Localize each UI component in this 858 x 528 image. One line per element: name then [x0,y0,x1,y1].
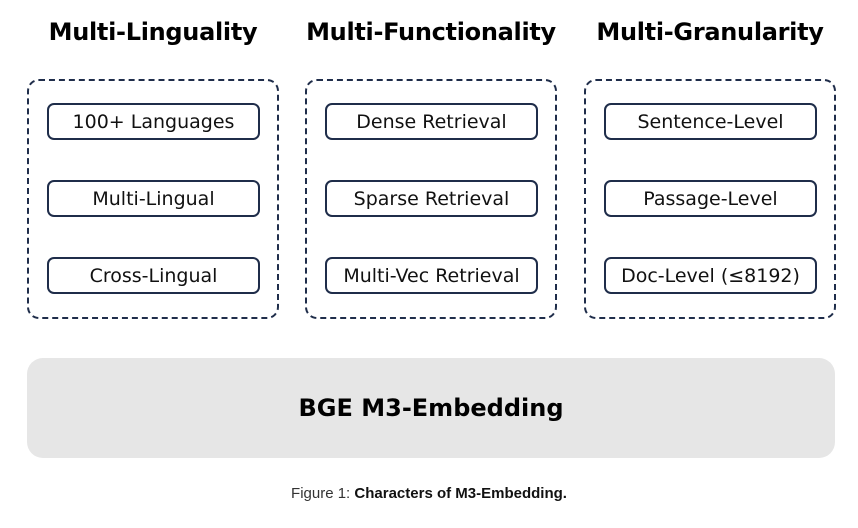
item-doc-level: Doc-Level (≤8192) [604,257,817,294]
item-sparse-retrieval: Sparse Retrieval [325,180,538,217]
multi-granularity-group: Sentence-Level Passage-Level Doc-Level (… [584,79,836,319]
caption-text: Characters of M3-Embedding. [354,485,567,502]
multi-linguality-group: 100+ Languages Multi-Lingual Cross-Lingu… [27,79,279,319]
column-title-multi-functionality: Multi-Functionality [306,18,556,46]
caption-prefix: Figure 1: [291,485,355,502]
item-sentence-level: Sentence-Level [604,103,817,140]
item-multi-lingual: Multi-Lingual [47,180,260,217]
base-label: BGE M3-Embedding [298,394,564,422]
item-dense-retrieval: Dense Retrieval [325,103,538,140]
bge-m3-embedding-base: BGE M3-Embedding [27,358,835,458]
item-passage-level: Passage-Level [604,180,817,217]
item-multi-vec-retrieval: Multi-Vec Retrieval [325,257,538,294]
item-cross-lingual: Cross-Lingual [47,257,260,294]
column-title-multi-linguality: Multi-Linguality [48,18,258,46]
item-100-languages: 100+ Languages [47,103,260,140]
figure-caption: Figure 1: Characters of M3-Embedding. [0,485,858,502]
multi-functionality-group: Dense Retrieval Sparse Retrieval Multi-V… [305,79,557,319]
column-title-multi-granularity: Multi-Granularity [596,18,824,46]
